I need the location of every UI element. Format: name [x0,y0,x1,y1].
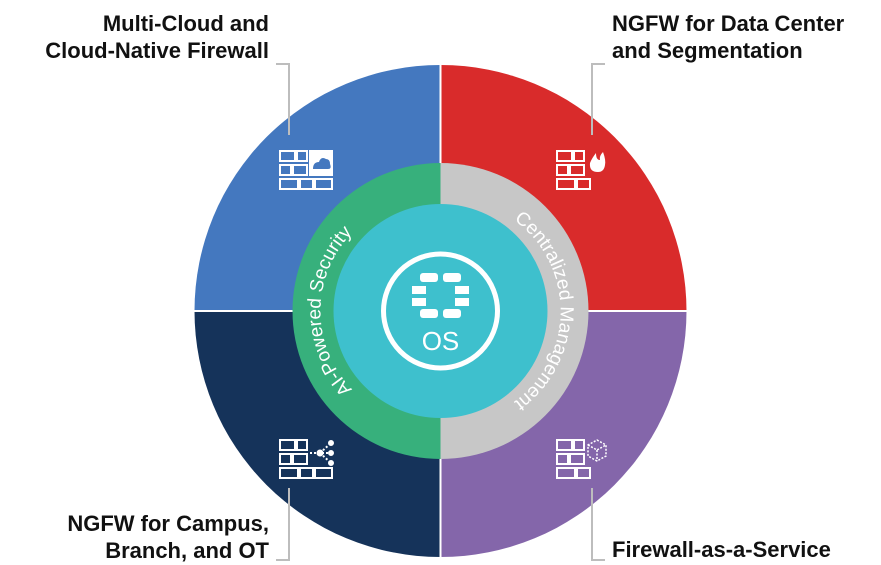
network-icon [279,439,334,479]
cube-icon [556,439,607,479]
label-ngfw-data-center: NGFW for Data Center and Segmentation [612,10,844,64]
label-line: Multi-Cloud and [102,11,269,36]
os-label: OS [422,326,460,356]
label-line: Branch, and OT [105,538,269,563]
cloud-icon [279,150,333,190]
label-multi-cloud-firewall: Multi-Cloud and Cloud-Native Firewall [45,10,269,64]
connector-br [591,488,605,561]
label-line: Cloud-Native Firewall [45,38,269,63]
label-line: and Segmentation [612,38,803,63]
flame-icon [556,150,606,190]
connector-bl [276,488,290,561]
connector-tr [591,63,605,135]
label-line: NGFW for Campus, [67,511,269,536]
label-ngfw-campus-branch: NGFW for Campus, Branch, and OT [67,510,269,564]
label-firewall-as-a-service: Firewall-as-a-Service [612,536,831,563]
os-badge [381,251,500,371]
fortinet-logo-icon [412,273,469,318]
connector-tl [276,63,290,135]
label-line: NGFW for Data Center [612,11,845,36]
center-core [333,204,548,418]
label-line: Firewall-as-a-Service [612,537,831,562]
